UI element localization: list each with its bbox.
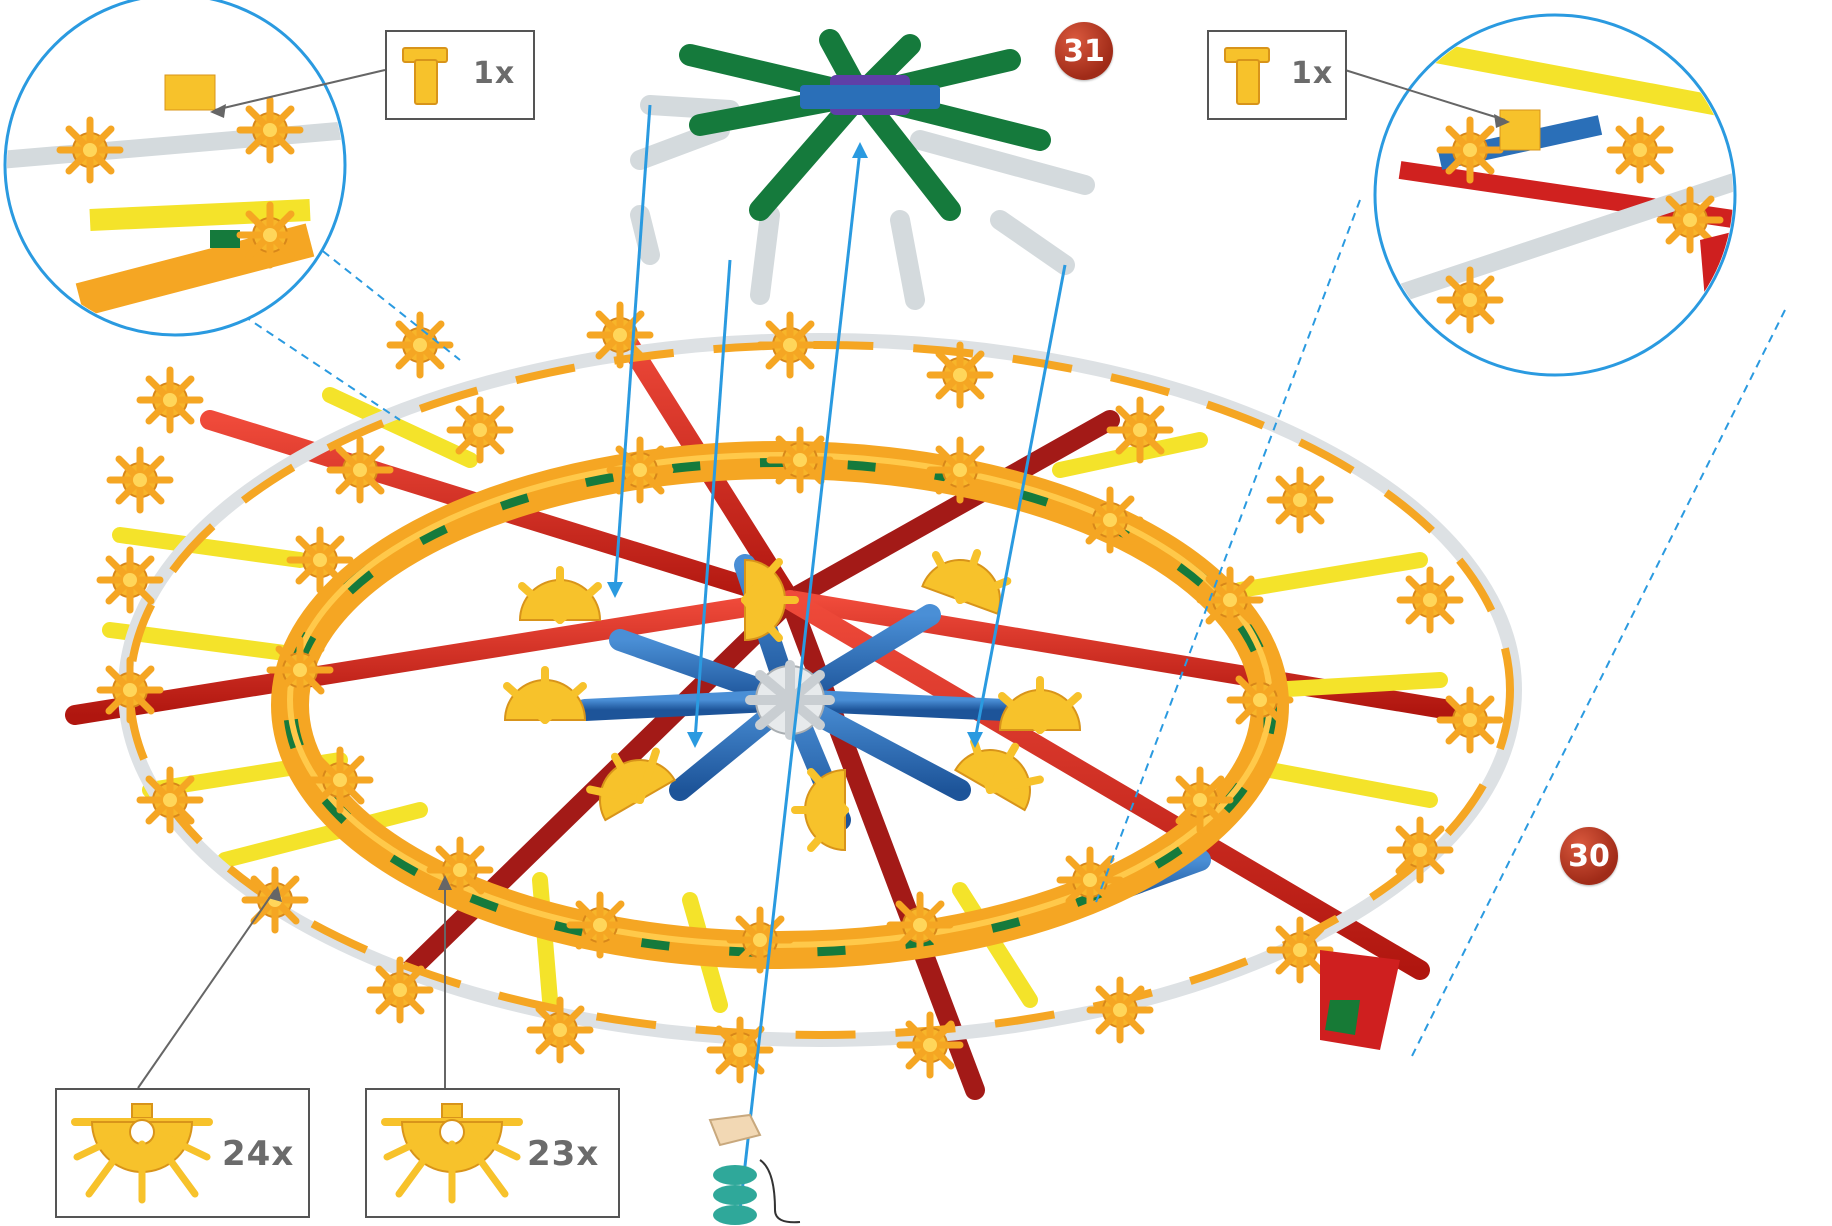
guide-arrows: [613, 104, 1067, 1211]
leader-lines: [137, 69, 1506, 1089]
part-quantity: 1x: [1291, 56, 1334, 91]
central-hub: [745, 660, 835, 740]
arrow-heads: [607, 142, 983, 748]
part-quantity: 23x: [527, 1134, 600, 1174]
part-callout-bottom-middle: 23x: [365, 1088, 620, 1218]
red-spoke: [780, 410, 1120, 610]
red-spoke: [65, 590, 800, 725]
yellow-half-wheel-connector-icon: [71, 1103, 213, 1204]
red-spoke: [780, 590, 1430, 980]
part-callout-top-right: 1x: [1207, 30, 1347, 120]
zoom-detail-left: [3, 0, 347, 337]
step-badge-current: 31: [1055, 22, 1113, 80]
green-hub-assembly: [630, 29, 1095, 310]
washer-stack: [708, 1113, 801, 1225]
part-callout-top-left: 1x: [385, 30, 535, 120]
step-badge-previous: 30: [1560, 827, 1618, 885]
yellow-half-wheel-connector-icon: [381, 1103, 523, 1204]
part-quantity: 24x: [222, 1134, 295, 1174]
red-end-connector: [1320, 950, 1400, 1050]
part-callout-bottom-left: 24x: [55, 1088, 310, 1218]
part-quantity: 1x: [473, 56, 516, 91]
yellow-connector-cap-icon: [1224, 47, 1270, 105]
zoom-detail-right: [1373, 13, 1737, 377]
yellow-connector-cap-icon: [402, 47, 448, 105]
